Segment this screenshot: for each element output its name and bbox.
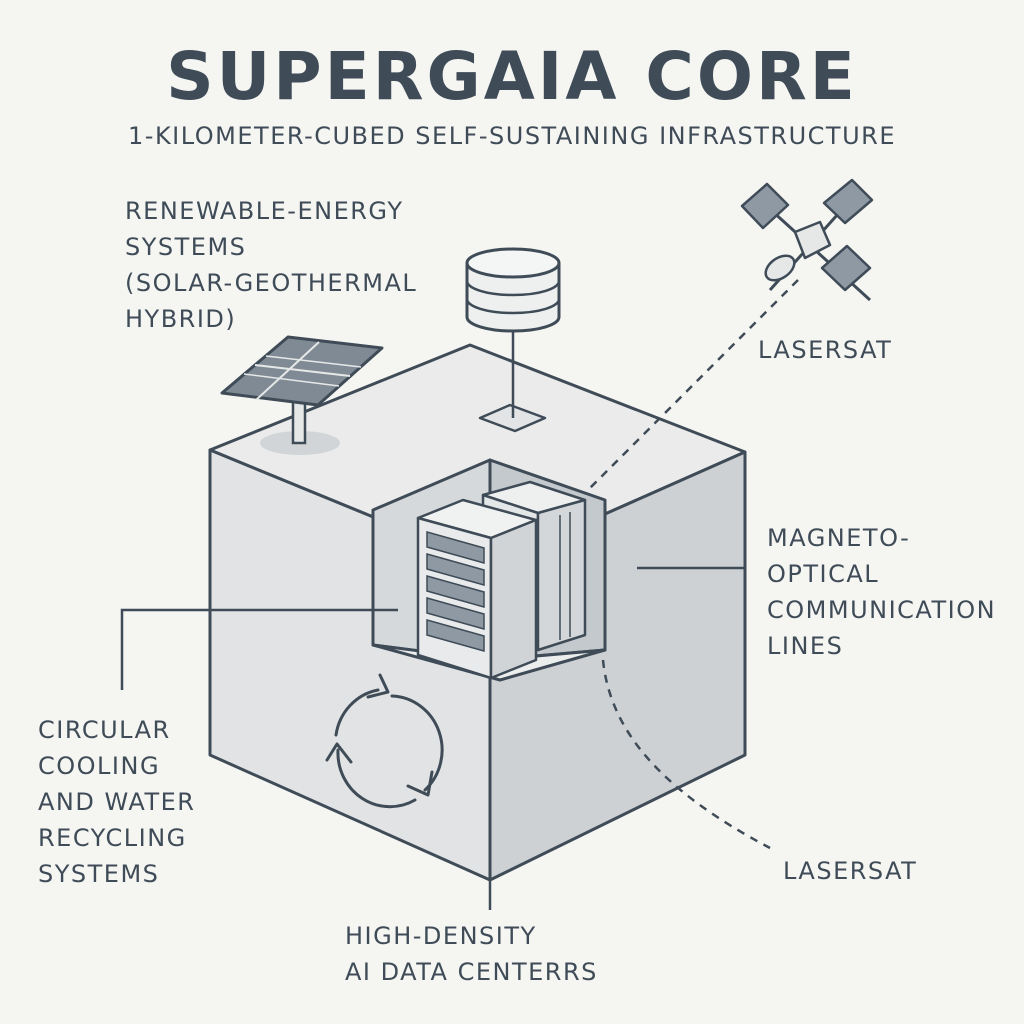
- label-line: LINES: [767, 632, 844, 660]
- label-line: LASERSAT: [758, 336, 893, 364]
- page-subtitle: 1-KILOMETER-CUBED SELF-SUSTAINING INFRAS…: [128, 122, 896, 150]
- database-icon: [465, 247, 561, 433]
- renewable-energy-label: RENEWABLE-ENERGY SYSTEMS (SOLAR-GEOTHERM…: [125, 193, 417, 337]
- label-line: COOLING: [38, 752, 161, 780]
- data-centers-label: HIGH-DENSITY AI DATA CENTERRS: [345, 918, 598, 990]
- label-line: AI DATA CENTERRS: [345, 958, 598, 986]
- cooling-leader-line: [120, 608, 398, 690]
- magneto-optical-label: MAGNETO- OPTICAL COMMUNICATION LINES: [767, 520, 996, 664]
- label-line: OPTICAL: [767, 560, 880, 588]
- label-line: HIGH-DENSITY: [345, 922, 537, 950]
- label-line: MAGNETO-: [767, 524, 911, 552]
- circular-cooling-label: CIRCULAR COOLING AND WATER RECYCLING SYS…: [38, 712, 195, 892]
- leader-lines: [120, 279, 799, 910]
- label-line: CIRCULAR: [38, 716, 171, 744]
- page-title: SUPERGAIA CORE: [166, 38, 858, 115]
- label-line: (SOLAR-GEOTHERMAL: [125, 269, 418, 297]
- label-line: SYSTEMS: [125, 233, 247, 261]
- server-rack-front: [416, 498, 538, 680]
- label-line: RECYCLING: [38, 824, 187, 852]
- label-line: COMMUNICATION: [767, 596, 997, 624]
- label-line: AND WATER: [38, 788, 196, 816]
- label-line: RENEWABLE-ENERGY: [125, 197, 404, 225]
- recycle-arrows-icon: [325, 673, 444, 809]
- lasersat-bottom-dashed-line: [601, 659, 771, 850]
- label-line: LASERSAT: [783, 857, 918, 885]
- lasersat-bottom-label: LASERSAT: [783, 853, 917, 889]
- solar-panel-icon: [220, 335, 384, 455]
- label-line: SYSTEMS: [38, 860, 160, 888]
- satellite-icon: [740, 178, 874, 302]
- label-line: HYBRID): [125, 305, 237, 333]
- lasersat-dashed-line: [587, 279, 799, 491]
- lasersat-top-label: LASERSAT: [758, 332, 892, 368]
